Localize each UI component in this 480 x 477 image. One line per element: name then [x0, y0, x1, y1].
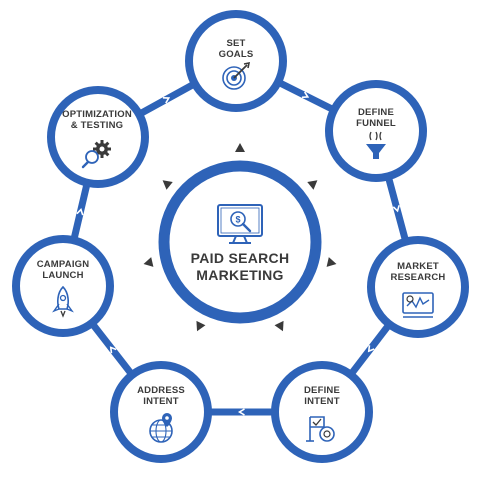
outward-arrow-icon: [274, 320, 284, 332]
outward-arrow-icon: [196, 320, 206, 332]
funnel-icon: [366, 131, 386, 159]
step-label-line1: DEFINE: [357, 107, 395, 118]
step-label-define-intent: DEFINE INTENT: [304, 385, 340, 407]
step-label-line2: INTENT: [304, 396, 340, 407]
step-label-line2: & TESTING: [70, 120, 124, 131]
flow-chevron: [237, 408, 245, 416]
flow-chevron: [162, 97, 171, 104]
center-title: PAID SEARCH MARKETING: [191, 250, 290, 284]
outward-arrow-icon: [162, 180, 173, 190]
outward-arrow-icon: [307, 180, 318, 190]
svg-text:$: $: [235, 215, 240, 225]
step-label-line2: GOALS: [218, 49, 254, 60]
step-ring: [185, 10, 287, 112]
step-label-optimization-testing: OPTIMIZATION & TESTING: [62, 109, 132, 131]
step-label-address-intent: ADDRESS INTENT: [137, 385, 185, 407]
outward-arrow-icon: [143, 257, 154, 267]
step-node-define-intent: [271, 361, 373, 463]
gear-magnifier-icon: [81, 140, 111, 169]
flag-target-icon: [306, 416, 335, 442]
center-title-line2: MARKETING: [196, 267, 284, 283]
flow-chevron: [76, 208, 84, 216]
flow-chevron: [109, 346, 117, 354]
step-label-set-goals: SET GOALS: [219, 38, 254, 60]
step-node-optimization-testing: [47, 86, 149, 188]
outward-arrow-icon: [235, 143, 245, 152]
center-arrows: [143, 143, 337, 332]
step-label-line2: FUNNEL: [356, 118, 396, 129]
step-label-line1: OPTIMIZATION: [62, 109, 132, 120]
step-label-line2: LAUNCH: [42, 270, 84, 281]
target-arrow-icon: [222, 61, 251, 90]
step-ring: [367, 236, 469, 338]
step-label-campaign-launch: CAMPAIGN LAUNCH: [37, 259, 90, 281]
step-label-line1: SET: [226, 38, 246, 49]
globe-pin-icon: [149, 413, 173, 443]
flow-chevron: [367, 345, 375, 353]
step-node-address-intent: [110, 361, 212, 463]
analytics-monitor-icon: [402, 292, 434, 318]
step-label-line2: RESEARCH: [390, 272, 446, 283]
step-label-line1: CAMPAIGN: [36, 259, 90, 270]
step-label-line1: DEFINE: [303, 385, 341, 396]
outward-arrow-icon: [326, 257, 337, 267]
step-label-line1: MARKET: [397, 261, 439, 272]
step-node-market-research: [367, 236, 469, 338]
center-title-line1: PAID SEARCH: [190, 250, 290, 266]
flow-chevron: [301, 91, 310, 99]
rocket-icon: [52, 285, 74, 318]
step-label-line2: INTENT: [143, 396, 179, 407]
step-ring: [110, 361, 212, 463]
center-node: $: [158, 160, 322, 324]
step-node-campaign-launch: [12, 235, 114, 337]
step-ring: [325, 80, 427, 182]
monitor-dollar-search-icon: $: [217, 204, 263, 244]
step-label-line1: ADDRESS: [137, 385, 185, 396]
step-ring: [47, 86, 149, 188]
flow-chevron: [392, 205, 400, 213]
step-label-define-funnel: DEFINE FUNNEL: [356, 107, 396, 129]
step-node-set-goals: [185, 10, 287, 112]
step-label-market-research: MARKET RESEARCH: [391, 261, 446, 283]
step-node-define-funnel: [325, 80, 427, 182]
step-ring: [271, 361, 373, 463]
